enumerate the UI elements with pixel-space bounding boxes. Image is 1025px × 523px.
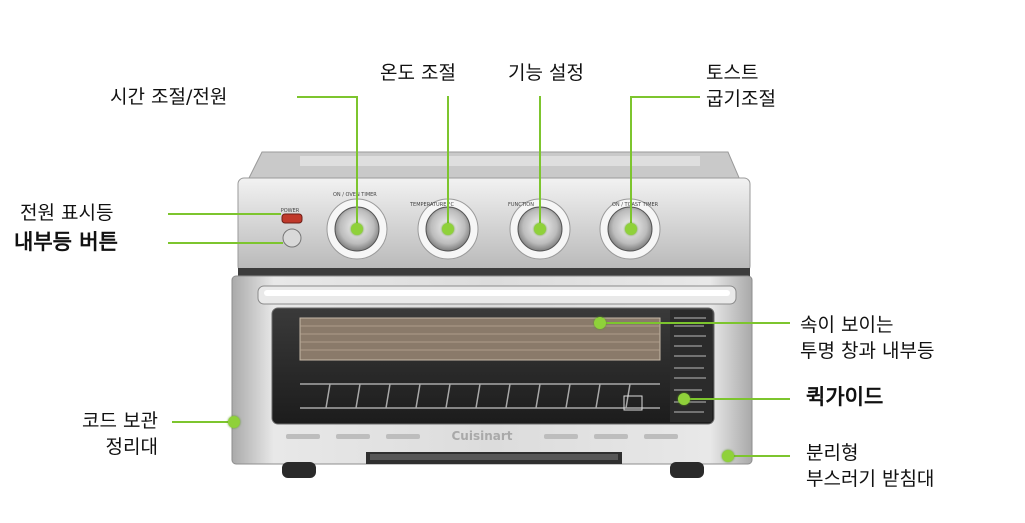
marker-function — [534, 223, 546, 235]
leader-quick-guide — [684, 398, 790, 400]
label-timer-power: 시간 조절/전원 — [110, 86, 228, 108]
marker-cord — [228, 416, 240, 428]
label-window-line2: 투명 창과 내부등 — [800, 340, 935, 362]
marker-timer — [351, 223, 363, 235]
brand-logo: Cuisinart — [451, 429, 512, 443]
label-temperature: 온도 조절 — [380, 62, 456, 84]
leader-timer-v — [356, 96, 358, 229]
label-quick-guide: 퀵가이드 — [806, 385, 884, 409]
leader-function — [539, 96, 541, 229]
leader-cord — [172, 421, 234, 423]
label-function: 기능 설정 — [508, 62, 584, 84]
leader-toast-h — [630, 96, 700, 98]
power-light — [281, 213, 303, 224]
leader-light-button — [168, 242, 283, 244]
marker-temp — [442, 223, 454, 235]
label-cord-line1: 코드 보관 — [82, 410, 158, 432]
label-toast-line1: 토스트 — [706, 62, 759, 84]
label-window-line1: 속이 보이는 — [800, 314, 894, 336]
light-button-shape — [282, 228, 302, 248]
label-crumb-line1: 분리형 — [806, 442, 859, 464]
marker-toast — [625, 223, 637, 235]
label-cord: 코드 보관 정리대 — [30, 408, 158, 460]
leader-crumb — [728, 455, 790, 457]
label-crumb-line2: 부스러기 받침대 — [806, 468, 935, 490]
leader-toast-v — [630, 96, 632, 229]
knob1-label: ON / OVEN TIMER — [333, 192, 377, 198]
label-power-light: 전원 표시등 — [20, 202, 114, 224]
power-text: POWER — [281, 208, 300, 214]
label-toast-line2: 굽기조절 — [706, 88, 776, 110]
marker-crumb — [722, 450, 734, 462]
label-crumb: 분리형 부스러기 받침대 — [806, 440, 934, 492]
leader-power-light — [168, 213, 281, 215]
leader-timer-h — [297, 96, 358, 98]
leader-temp — [447, 96, 449, 229]
label-toast: 토스트 굽기조절 — [706, 60, 776, 112]
leader-window — [600, 322, 790, 324]
label-light-button: 내부등 버튼 — [14, 230, 118, 254]
marker-window — [594, 317, 606, 329]
knob4-label: ON / TOAST TIMER — [612, 202, 659, 208]
knob2-label: TEMPERATURE °C — [409, 202, 454, 208]
knob3-label: FUNCTION — [508, 202, 534, 208]
label-cord-line2: 정리대 — [105, 436, 158, 458]
label-window: 속이 보이는 투명 창과 내부등 — [800, 312, 934, 364]
marker-quick-guide — [678, 393, 690, 405]
